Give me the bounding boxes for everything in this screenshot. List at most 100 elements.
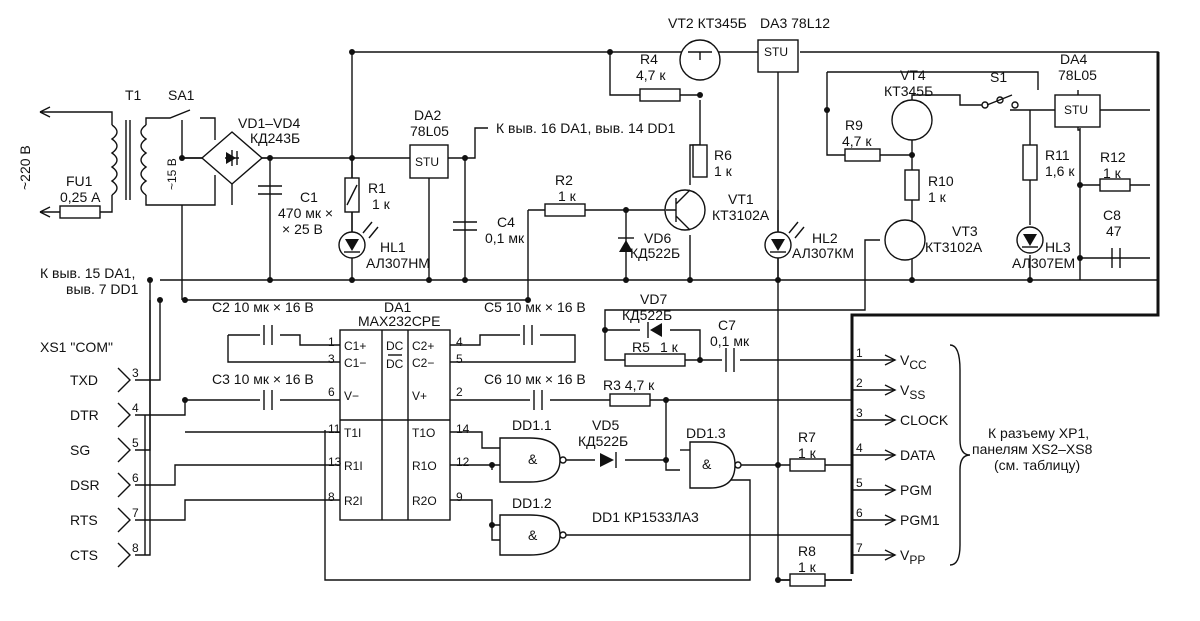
switch-s1[interactable]: [981, 94, 1019, 109]
out-signal-sub: SS: [909, 388, 925, 402]
label-c7: C7: [718, 317, 736, 333]
da1-pin-name-left: V−: [344, 389, 359, 403]
label-dd11: DD1.1: [512, 417, 552, 433]
label-t1: T1: [125, 87, 142, 103]
com-connector: [117, 367, 131, 568]
label-da2-type: 78L05: [410, 123, 449, 139]
out-pin: 6: [856, 506, 863, 520]
da1-pin-name-left: R2I: [344, 494, 363, 508]
label-hl2-type: АЛ307КМ: [792, 245, 854, 261]
label-gnd-note1: К выв. 15 DA1,: [40, 265, 135, 281]
da1-pin-num-right: 5: [456, 352, 463, 366]
diode-vd6: [618, 237, 634, 252]
transistor-vt2: [679, 39, 721, 81]
out-signal: VPP: [900, 547, 925, 567]
label-vt2: VT2 КТ345Б: [668, 15, 747, 31]
com-signal-dsr: DSR: [70, 477, 100, 493]
svg-text:STU: STU: [764, 45, 788, 59]
transistor-vt3: [884, 219, 926, 261]
resistor-r5: [624, 353, 686, 367]
resistor-r2: [544, 203, 586, 217]
resistor-r4: [639, 88, 681, 102]
label-vt1: VT1: [728, 191, 754, 207]
out-signal: CLOCK: [900, 412, 949, 428]
label-r8: R8: [798, 543, 816, 559]
resistor-r12: [1099, 178, 1131, 192]
capacitor-c1: [258, 185, 282, 195]
resistor-r3: [609, 393, 651, 407]
label-xp1-note3: (см. таблицу): [994, 457, 1080, 473]
label-da1: DA1: [384, 299, 411, 315]
label-r2-val: 1 к: [558, 188, 577, 204]
label-s1: S1: [990, 69, 1007, 85]
out-pin: 4: [856, 441, 863, 455]
diode-vd5: [600, 452, 617, 468]
svg-text:STU: STU: [415, 155, 439, 169]
capacitor-c6: [533, 390, 543, 410]
fuse-fu1: [59, 205, 101, 219]
resistor-r6: [692, 144, 708, 178]
label-c8-val: 47: [1106, 223, 1122, 239]
label-r6-val: 1 к: [714, 163, 733, 179]
label-r6: R6: [714, 147, 732, 163]
label-da2-note: К выв. 16 DA1, выв. 14 DD1: [496, 120, 676, 136]
da1-pin-num-right: 12: [456, 455, 470, 469]
label-c1: C1: [300, 189, 318, 205]
label-hl1-type: АЛ307НМ: [366, 255, 430, 271]
label-r12: R12: [1100, 149, 1126, 165]
da1-pin-name-right: C2+: [412, 339, 434, 353]
com-pin: 7: [132, 506, 139, 520]
out-signal: VCC: [900, 352, 927, 372]
label-c4: C4: [497, 214, 515, 230]
label-r4-val: 4,7 к: [636, 67, 666, 83]
da1-pin-name-left: T1I: [344, 426, 361, 440]
com-pin: 5: [132, 436, 139, 450]
svg-text:&: &: [702, 456, 712, 472]
label-r1: R1: [368, 180, 386, 196]
wires: [135, 51, 1160, 581]
power-input: [39, 106, 264, 219]
label-gnd-note2: выв. 7 DD1: [66, 281, 139, 297]
label-r11-val: 1,6 к: [1045, 163, 1075, 179]
da1-pin-name-right: R2O: [412, 494, 437, 508]
resistor-r8: [789, 573, 826, 587]
com-pin: 3: [132, 366, 139, 380]
label-vt3-type: КТ3102А: [925, 239, 983, 255]
label-vd14-type: КД243Б: [250, 130, 300, 146]
da1-pin-num-right: 9: [456, 490, 463, 504]
label-xs1: XS1 "COM": [40, 339, 113, 355]
led-hl1: [338, 221, 379, 259]
label-da2: DA2: [414, 107, 441, 123]
label-da4-type: 78L05: [1058, 67, 1097, 83]
da1-pin-name-right: C2−: [412, 356, 434, 370]
da1-pin-num-right: 14: [456, 422, 470, 436]
label-vd5: VD5: [592, 417, 619, 433]
out-signal: PGM: [900, 482, 932, 498]
label-hl1: HL1: [380, 239, 406, 255]
da1-pin-name-left: C1+: [344, 339, 366, 353]
svg-text:&: &: [528, 451, 538, 467]
label-hl3: HL3: [1045, 239, 1071, 255]
label-dd12: DD1.2: [512, 495, 552, 511]
label-da1-type: MAX232CPE: [358, 313, 440, 329]
com-pin: 4: [132, 401, 139, 415]
da1-pin-name-left: C1−: [344, 356, 366, 370]
label-vt4: VT4: [900, 67, 926, 83]
junction-dots: [147, 49, 1083, 583]
com-signal-txd: TXD: [70, 372, 98, 388]
resistor-r7: [789, 458, 826, 472]
out-signal: VSS: [900, 382, 925, 402]
da1-pin-num-left: 13: [328, 455, 342, 469]
da1-pin-name-left: R1I: [344, 459, 363, 473]
label-hl2: HL2: [812, 230, 838, 246]
out-pin: 2: [856, 376, 863, 390]
led-hl2: [764, 221, 805, 259]
out-pin: 3: [856, 406, 863, 420]
capacitor-c5: [523, 325, 533, 345]
out-signal: PGM1: [900, 512, 940, 528]
label-r7-val: 1 к: [798, 445, 817, 461]
svg-text:&: &: [528, 527, 538, 543]
